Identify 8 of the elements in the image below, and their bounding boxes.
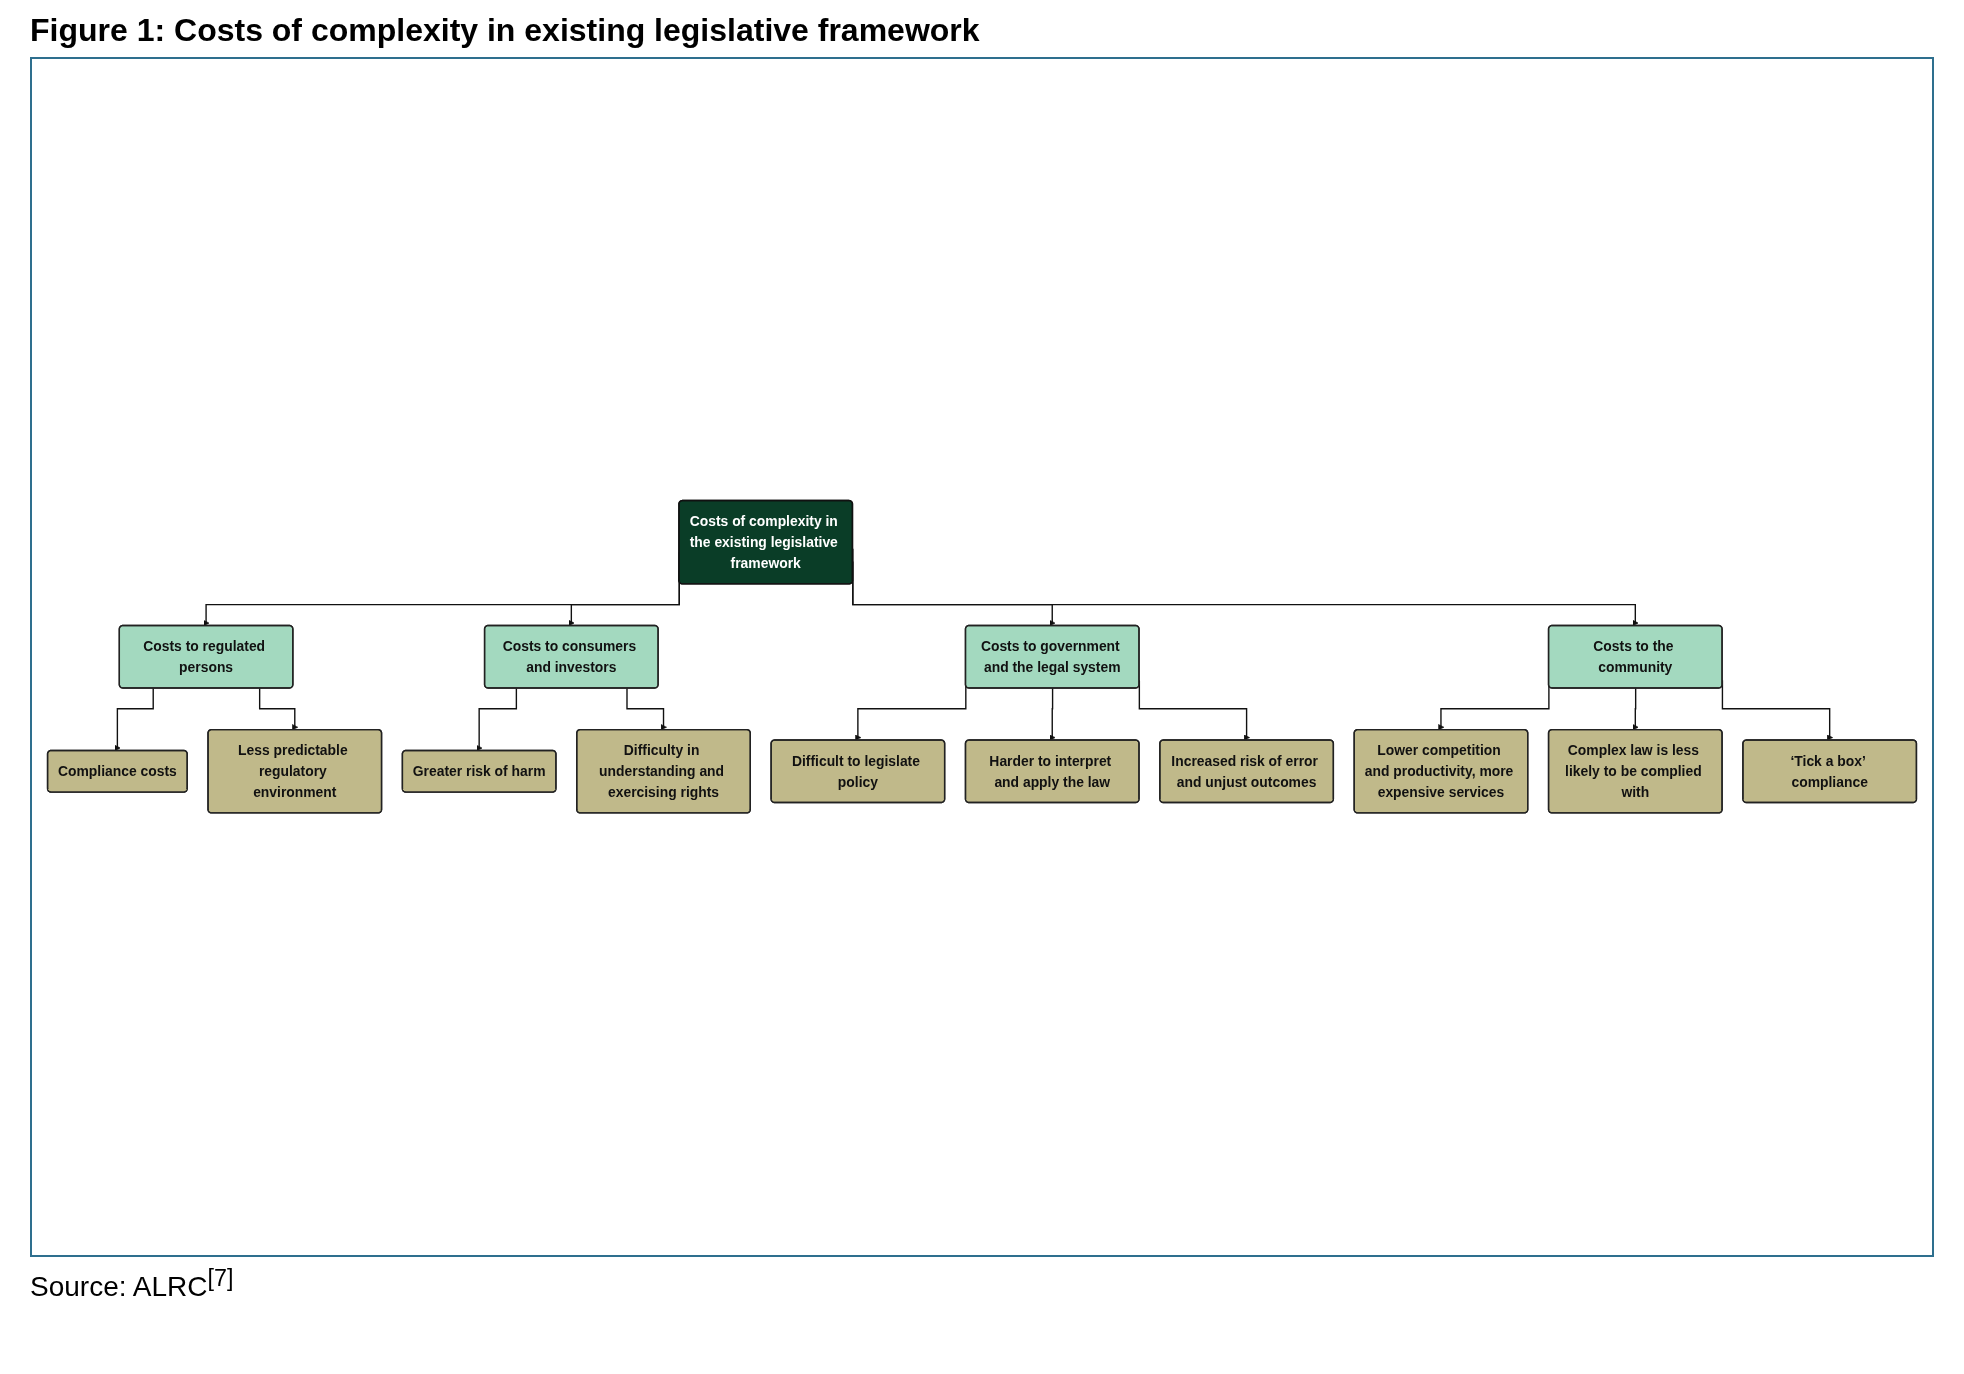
arrow [114,687,154,752]
arrow [1632,687,1639,731]
arrow [1049,687,1056,741]
figure-title: Figure 1: Costs of complexity in existing legislative framework [30,12,981,49]
arrow [626,687,667,731]
arrow [476,687,518,752]
source-caption: Source: ALRC$^{[7]}$ [30,1265,234,1304]
arrow [258,687,299,731]
